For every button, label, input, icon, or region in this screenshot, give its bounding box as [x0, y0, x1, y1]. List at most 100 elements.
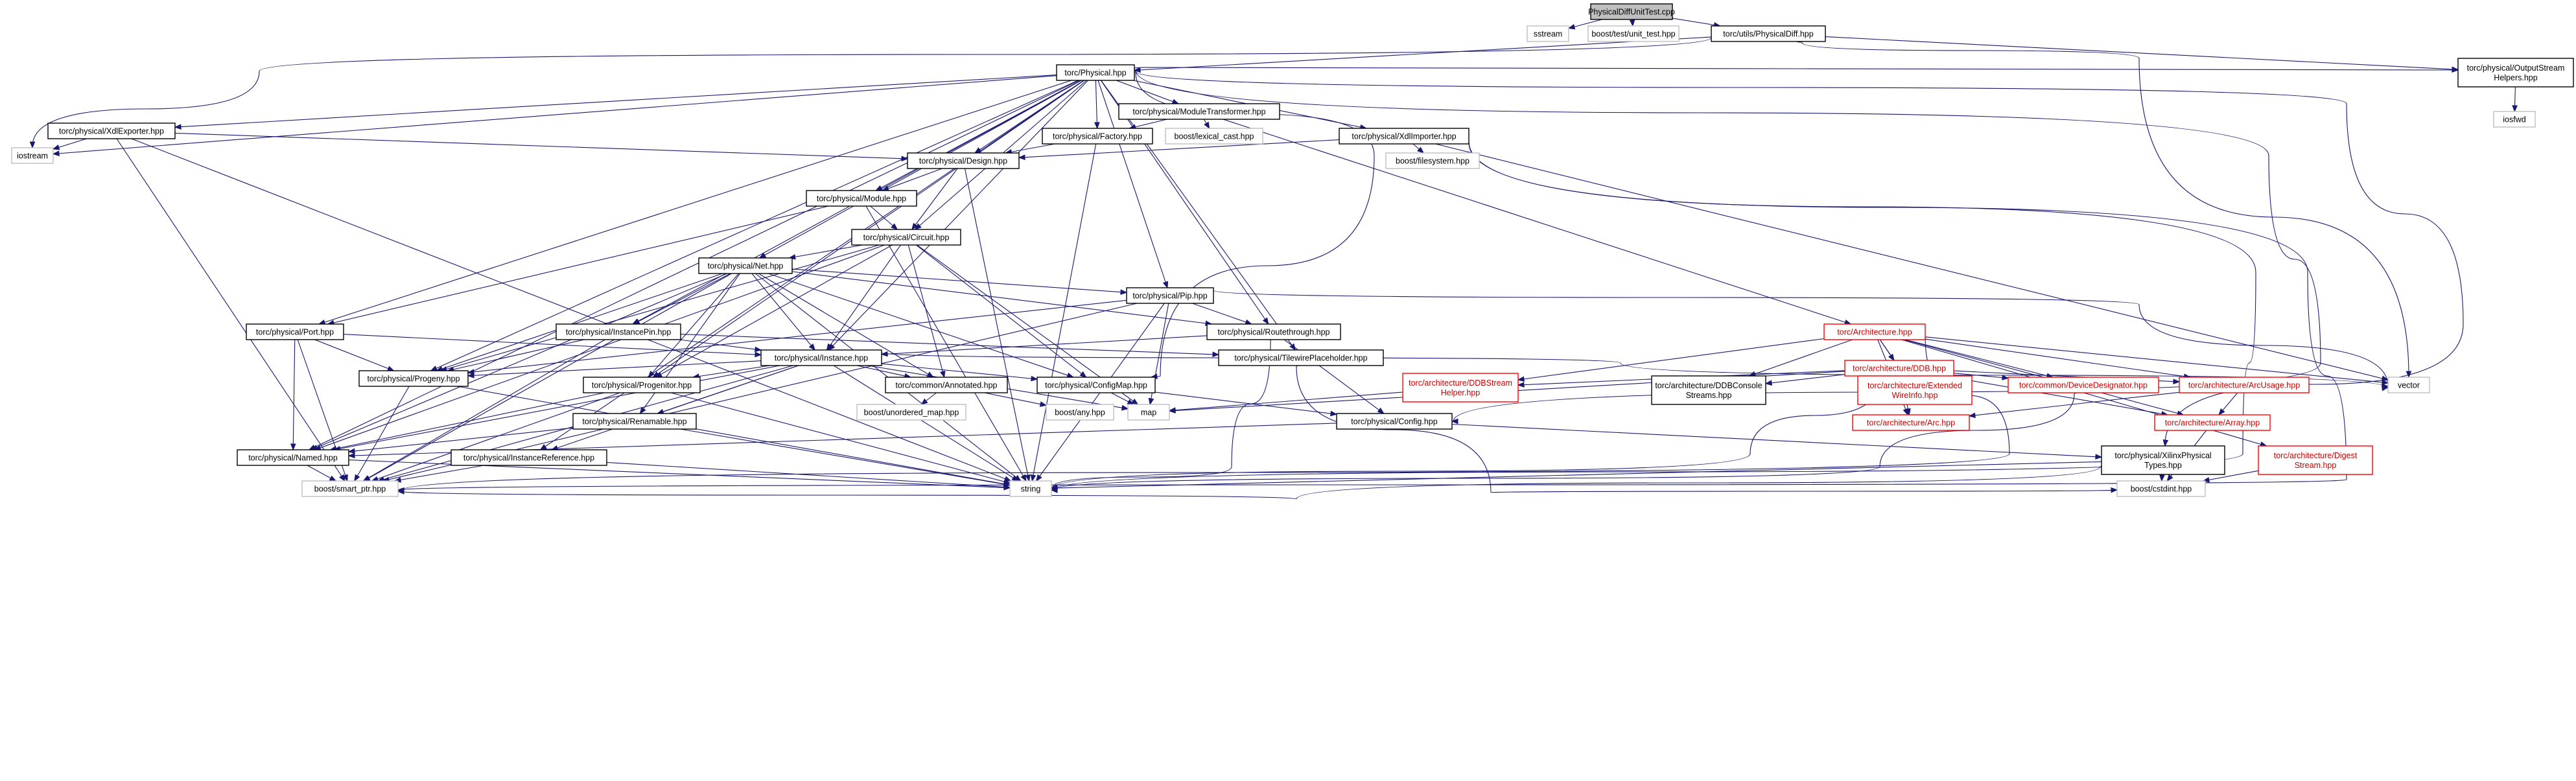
node-design[interactable]: torc/physical/Design.hpp: [907, 152, 1020, 169]
node-pip[interactable]: torc/physical/Pip.hpp: [1126, 287, 1214, 304]
node-xdlexp[interactable]: torc/physical/XdlExporter.hpp: [47, 122, 176, 139]
node-circuit[interactable]: torc/physical/Circuit.hpp: [851, 229, 961, 246]
edge-arrowhead: [808, 343, 815, 351]
dependency-edge: [1435, 143, 2389, 381]
edge-arrowhead: [911, 222, 919, 231]
edge-line: [1134, 67, 2459, 71]
node-port[interactable]: torc/physical/Port.hpp: [246, 323, 344, 340]
node-renamable[interactable]: torc/physical/Renamable.hpp: [572, 413, 697, 430]
node-unordered[interactable]: boost/unordered_map.hpp: [856, 404, 966, 421]
node-root[interactable]: PhysicalDiffUnitTest.cpp: [1588, 3, 1675, 20]
node-box: [2387, 377, 2430, 393]
node-tilewire[interactable]: torc/physical/TilewirePlaceholder.hpp: [1218, 349, 1384, 366]
dependency-edge: [318, 80, 1072, 325]
node-box: [1651, 375, 1766, 405]
node-vector[interactable]: vector: [2387, 377, 2430, 393]
edge-line: [1451, 423, 2102, 458]
edge-line: [655, 244, 893, 378]
node-progeny[interactable]: torc/physical/Progeny.hpp: [358, 370, 469, 387]
node-label: torc/architecture/DDBStream: [1409, 379, 1512, 388]
node-filesystem[interactable]: boost/filesystem.hpp: [1385, 152, 1480, 169]
edge-arrowhead: [2452, 67, 2459, 73]
node-iostream[interactable]: iostream: [11, 147, 54, 164]
node-instref[interactable]: torc/physical/InstanceReference.hpp: [451, 449, 607, 466]
node-arc[interactable]: torc/architecture/Arc.hpp: [1852, 414, 1970, 431]
node-devdes[interactable]: torc/common/DeviceDesignator.hpp: [2008, 377, 2159, 393]
node-xdlimp[interactable]: torc/physical/XdlImporter.hpp: [1339, 128, 1469, 145]
dependency-edge: [652, 80, 1084, 378]
node-label: map: [1141, 408, 1156, 417]
node-lexical[interactable]: boost/lexical_cast.hpp: [1165, 128, 1263, 145]
edge-arrowhead: [1035, 474, 1042, 482]
dependency-edge: [52, 75, 1057, 157]
node-label: boost/cstdint.hpp: [2131, 485, 2192, 494]
node-physical[interactable]: torc/Physical.hpp: [1056, 64, 1135, 81]
edge-line: [348, 427, 574, 452]
node-named[interactable]: torc/physical/Named.hpp: [237, 449, 349, 466]
node-label: vector: [2398, 381, 2420, 390]
dependency-edge: [1296, 365, 2118, 493]
edge-line: [1095, 80, 1098, 129]
edge-arrowhead: [901, 156, 909, 162]
edge-arrowhead: [1011, 475, 1019, 482]
dependency-edge: [436, 273, 723, 372]
node-label: torc/architecture/Extended: [1868, 381, 1962, 390]
node-instance[interactable]: torc/physical/Instance.hpp: [760, 349, 882, 366]
node-label: torc/architecture/DDB.hpp: [1853, 364, 1946, 373]
node-factory[interactable]: torc/physical/Factory.hpp: [1042, 128, 1153, 145]
node-array[interactable]: torc/architecture/Array.hpp: [2154, 414, 2271, 431]
node-module[interactable]: torc/physical/Module.hpp: [806, 190, 917, 207]
node-any[interactable]: boost/any.hpp: [1046, 404, 1114, 421]
edge-line: [436, 273, 723, 371]
edge-line: [2203, 470, 2259, 482]
edge-line: [606, 461, 1011, 488]
node-label: torc/physical/Design.hpp: [919, 157, 1007, 166]
edge-line: [768, 273, 1073, 378]
dependency-edge: [1567, 19, 1602, 30]
node-sstream[interactable]: sstream: [1527, 25, 1569, 42]
edge-line: [865, 205, 1027, 482]
node-annotated[interactable]: torc/common/Annotated.hpp: [885, 377, 1008, 393]
node-progenitor[interactable]: torc/physical/Progenitor.hpp: [583, 377, 701, 393]
node-label: boost/test/unit_test.hpp: [1591, 30, 1675, 39]
node-string[interactable]: string: [1009, 480, 1052, 497]
node-box: [572, 413, 697, 430]
node-box: [1402, 373, 1519, 402]
node-label: torc/physical/Net.hpp: [708, 262, 784, 271]
node-cstdint[interactable]: boost/cstdint.hpp: [2116, 480, 2206, 497]
edge-line: [540, 80, 1084, 450]
node-smartptr[interactable]: boost/smart_ptr.hpp: [301, 480, 399, 497]
edge-arrowhead: [1905, 408, 1911, 416]
edge-line: [633, 273, 731, 325]
node-architecture[interactable]: torc/Architecture.hpp: [1823, 323, 1926, 340]
node-physdiff[interactable]: torc/utils/PhysicalDiff.hpp: [1711, 25, 1826, 42]
edge-line: [343, 334, 762, 355]
node-arcusage[interactable]: torc/architecture/ArcUsage.hpp: [2179, 377, 2310, 393]
node-config[interactable]: torc/physical/Config.hpp: [1336, 413, 1453, 430]
edge-line: [1672, 17, 1720, 27]
edge-line: [1213, 290, 2389, 387]
edge-line: [1517, 338, 1825, 380]
node-label: torc/Architecture.hpp: [1837, 328, 1912, 337]
node-ddb[interactable]: torc/architecture/DDB.hpp: [1844, 360, 1954, 377]
node-label: torc/common/Annotated.hpp: [895, 381, 997, 390]
node-modtrans[interactable]: torc/physical/ModuleTransformer.hpp: [1118, 103, 1280, 120]
node-map[interactable]: map: [1127, 404, 1170, 421]
node-label: torc/physical/Circuit.hpp: [863, 233, 950, 242]
node-box: [806, 190, 917, 207]
node-instpin[interactable]: torc/physical/InstancePin.hpp: [556, 323, 681, 340]
node-boost-test[interactable]: boost/test/unit_test.hpp: [1587, 25, 1680, 42]
node-configmap[interactable]: torc/physical/ConfigMap.hpp: [1036, 377, 1156, 393]
node-box: [2154, 414, 2271, 431]
edge-line: [1953, 373, 2009, 379]
node-iosfwd[interactable]: iosfwd: [2493, 111, 2536, 128]
node-net[interactable]: torc/physical/Net.hpp: [698, 257, 793, 274]
node-box: [851, 229, 961, 246]
node-routethrough[interactable]: torc/physical/Routethrough.hpp: [1206, 323, 1341, 340]
